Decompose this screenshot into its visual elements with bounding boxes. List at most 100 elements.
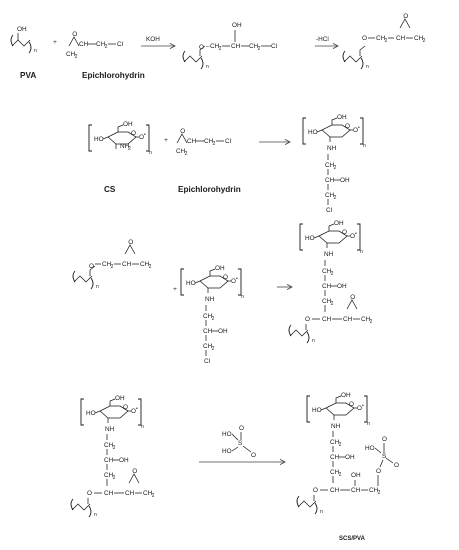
pva-name-label: PVA (20, 71, 36, 80)
repeat-n: n (206, 64, 209, 70)
crosslinking-arrow (277, 284, 293, 290)
cs-bracket-right (360, 117, 364, 145)
pva-oh: OH (17, 26, 27, 33)
chain-dot: • (358, 125, 360, 131)
p-oh: OH (345, 454, 355, 461)
cs-repeat-n: n (367, 421, 370, 427)
ring-oxygen: O (349, 401, 354, 408)
subscript-2: 2 (149, 264, 152, 270)
pva-backbone (289, 329, 309, 337)
epoxide-bonds (68, 36, 80, 47)
nh-label: NH (324, 251, 334, 258)
cs-bracket-right (146, 124, 150, 152)
plus-glyph: + (173, 286, 177, 293)
ch2oh-arm (117, 124, 124, 132)
pva-bracket-left (288, 324, 292, 337)
arrow-head (286, 284, 293, 290)
subscript-2: 2 (113, 445, 116, 451)
subscript-2: 2 (185, 151, 188, 157)
cs-repeat-n: n (360, 249, 363, 255)
cs-bracket-right (138, 398, 142, 426)
pva-backbone (183, 55, 203, 63)
pva-backbone (343, 55, 363, 63)
p-sulfate-oxygen: O (376, 468, 381, 475)
pva-bracket-left (296, 495, 300, 508)
subscript-2: 2 (213, 141, 216, 147)
hcl-reagent-label: -HCl (316, 36, 329, 43)
r4-ch-ring: CH (125, 490, 135, 497)
ep-o-bond (359, 45, 366, 56)
p-sulfur: S (382, 453, 386, 460)
ch2-label: CH (249, 43, 259, 50)
p-s-o-bond (379, 459, 384, 468)
pva-bracket-right (360, 57, 364, 70)
ch2-label: CH (204, 138, 214, 145)
ch2-label: CH (325, 192, 335, 199)
koh-reaction-arrow (141, 43, 176, 49)
epi-epoxide: O (68, 31, 80, 47)
cs-bracket-left (299, 223, 303, 251)
ring-ho-left: HO (312, 407, 322, 414)
x-ether-oxygen: O (305, 316, 310, 323)
pva-bracket-left (72, 270, 76, 283)
ch2-label: CH (414, 35, 424, 42)
epoxide-oxygen: O (132, 468, 137, 475)
ep2-epoxide: O (124, 239, 136, 255)
subscript-2: 2 (152, 493, 155, 499)
ring-oxygen: O (131, 130, 136, 137)
ch2-label: CH (369, 487, 379, 494)
subscript-2: 2 (331, 301, 334, 307)
koh-reagent-label: KOH (146, 36, 160, 43)
pva-repeat-unit: n (10, 34, 37, 54)
so-double-2 (242, 445, 252, 453)
arrow-head (284, 139, 291, 145)
pva-bracket-right (88, 505, 92, 518)
ring-oxygen: O (345, 123, 350, 130)
ep2-ether-oxygen: O (89, 263, 94, 270)
ring-oh-top: OH (341, 392, 351, 399)
ch2-label: CH (322, 298, 332, 305)
repeat-n: n (366, 64, 369, 70)
cs-bracket-right (357, 223, 361, 251)
epi2-epoxide: O (176, 128, 188, 144)
repeat-n: n (312, 338, 315, 344)
epi2-ch: CH (187, 138, 197, 145)
epoxide-oxygen: O (128, 239, 133, 246)
ch2-label: CH (104, 472, 114, 479)
ring-oxygen: O (123, 404, 128, 411)
ch2-label: CH (66, 51, 76, 58)
subscript-2: 2 (219, 46, 222, 52)
p-sulfate-ho: HO (365, 445, 375, 452)
ch2oh-arm (328, 223, 335, 231)
ep-ether-oxygen: O (362, 35, 367, 42)
chain-dot: • (236, 276, 238, 282)
ep-epoxide: O (399, 13, 411, 29)
ch2-label: CH (104, 442, 114, 449)
chain-cl: Cl (204, 358, 210, 365)
ho-bond (102, 136, 109, 140)
ho-bond (320, 407, 327, 411)
pva-backbone (11, 39, 31, 47)
ch2-label: CH (143, 490, 153, 497)
glycosidic-oxygen: O (139, 134, 144, 141)
chain-ch: CH (203, 328, 213, 335)
ch2-label: CH (140, 261, 150, 268)
ch2-label: CH (330, 439, 340, 446)
h2so4-o-top: O (239, 425, 244, 432)
